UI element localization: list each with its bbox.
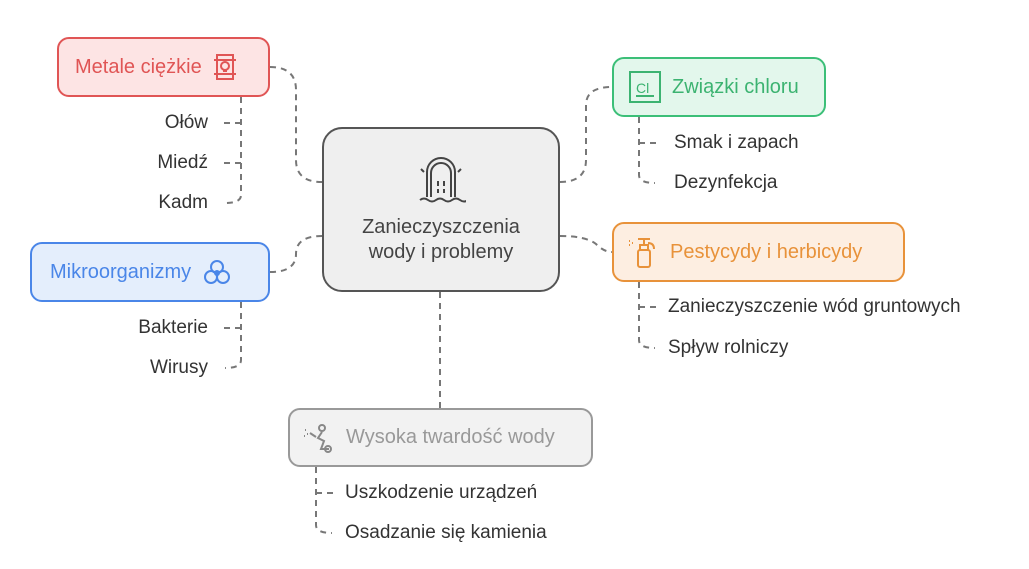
node-pestycydy[interactable]: Pestycydy i herbicydy — [612, 222, 905, 282]
leaf-bakterie: Bakterie — [138, 317, 208, 338]
connector-pestycydy — [559, 235, 613, 253]
svg-text:Cl: Cl — [636, 80, 649, 96]
chlorine-element-icon: Cl — [629, 71, 661, 103]
node-label: Mikroorganizmy — [50, 260, 192, 283]
leaf-kadm: Kadm — [158, 192, 208, 213]
node-label: Wysoka twardość wody — [346, 426, 555, 448]
node-zwiazki-chloru[interactable]: Cl Związki chloru — [612, 57, 826, 117]
spray-bottle-icon — [629, 238, 655, 268]
node-label: Metale ciężkie — [75, 55, 202, 78]
sub-pestycydy — [638, 282, 656, 349]
leaf-osadzanie: Osadzanie się kamienia — [345, 522, 547, 543]
sub-mikro — [222, 302, 242, 369]
person-scale-icon — [304, 423, 332, 453]
central-node[interactable]: Zanieczyszczenia wody i problemy — [322, 127, 560, 292]
water-pipe-icon — [419, 156, 466, 202]
leaf-wirusy: Wirusy — [149, 357, 208, 378]
node-label: Pestycydy i herbicydy — [670, 240, 863, 263]
node-twardosc-wody[interactable]: Wysoka twardość wody — [288, 408, 593, 467]
leaf-smak: Smak i zapach — [674, 132, 799, 153]
connector-chlor — [559, 86, 613, 183]
leaf-dezynfekcja: Dezynfekcja — [674, 172, 778, 193]
node-mikroorganizmy[interactable]: Mikroorganizmy — [30, 242, 270, 302]
leaf-olow: Ołów — [164, 112, 208, 133]
leaf-splyw: Spływ rolniczy — [668, 337, 789, 358]
leaf-wody-gruntowe: Zanieczyszczenie wód gruntowych — [668, 296, 961, 317]
central-title-2: wody i problemy — [368, 240, 514, 263]
leaf-uszkodzenie: Uszkodzenie urządzeń — [345, 482, 538, 503]
node-metale-ciezkie[interactable]: Metale ciężkie — [57, 37, 270, 97]
sub-metale — [222, 97, 242, 204]
biohazard-icon — [204, 260, 231, 284]
node-label: Związki chloru — [672, 75, 799, 98]
sub-twardosc — [315, 467, 334, 534]
sub-chlor — [638, 117, 660, 184]
central-title-1: Zanieczyszczenia — [362, 215, 520, 238]
leaf-miedz: Miedź — [157, 152, 208, 173]
connector-metale — [269, 66, 323, 183]
toxic-barrel-icon — [213, 54, 236, 80]
connector-mikro — [269, 235, 323, 273]
